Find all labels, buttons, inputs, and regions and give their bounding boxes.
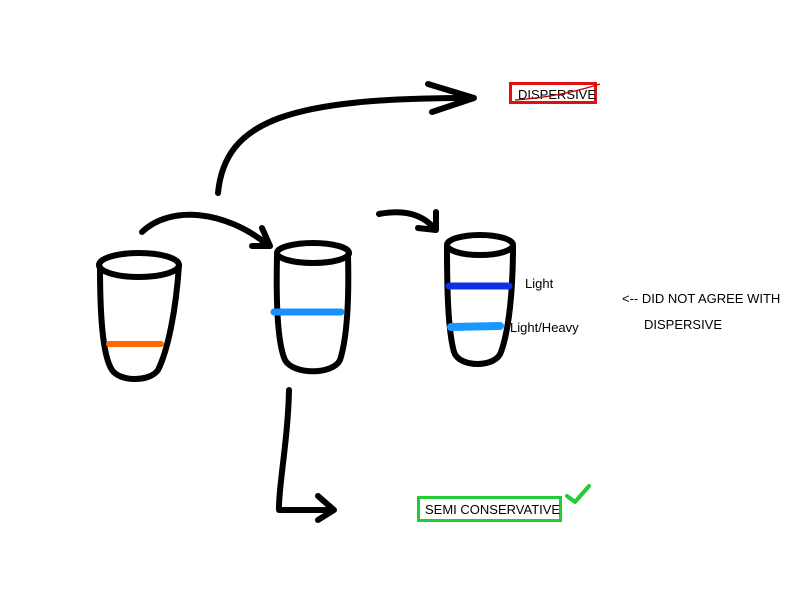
- arrow-tube2-to-tube3: [376, 209, 439, 233]
- arrow-to-semi-conservative: [275, 387, 337, 523]
- dispersive-label-box: DISPERSIVE: [509, 82, 597, 104]
- tube-2: [273, 240, 352, 375]
- arrow-to-dispersive: [215, 81, 477, 196]
- tube-1: [96, 250, 182, 382]
- note-line-2: DISPERSIVE: [644, 317, 723, 332]
- dispersive-label: DISPERSIVE: [518, 87, 597, 102]
- arrow-tube1-to-tube2: [139, 211, 273, 249]
- semi-conservative-label: SEMI CONSERVATIVE: [425, 502, 561, 517]
- note-line-1: <-- DID NOT AGREE WITH: [622, 291, 781, 306]
- semi-conservative-label-box: SEMI CONSERVATIVE: [417, 496, 562, 522]
- light-band-label: Light: [525, 276, 554, 291]
- band-light-heavy: [447, 322, 504, 331]
- tube-3: [444, 232, 516, 367]
- check-icon: [565, 484, 591, 504]
- light-heavy-band-label: Light/Heavy: [510, 320, 579, 335]
